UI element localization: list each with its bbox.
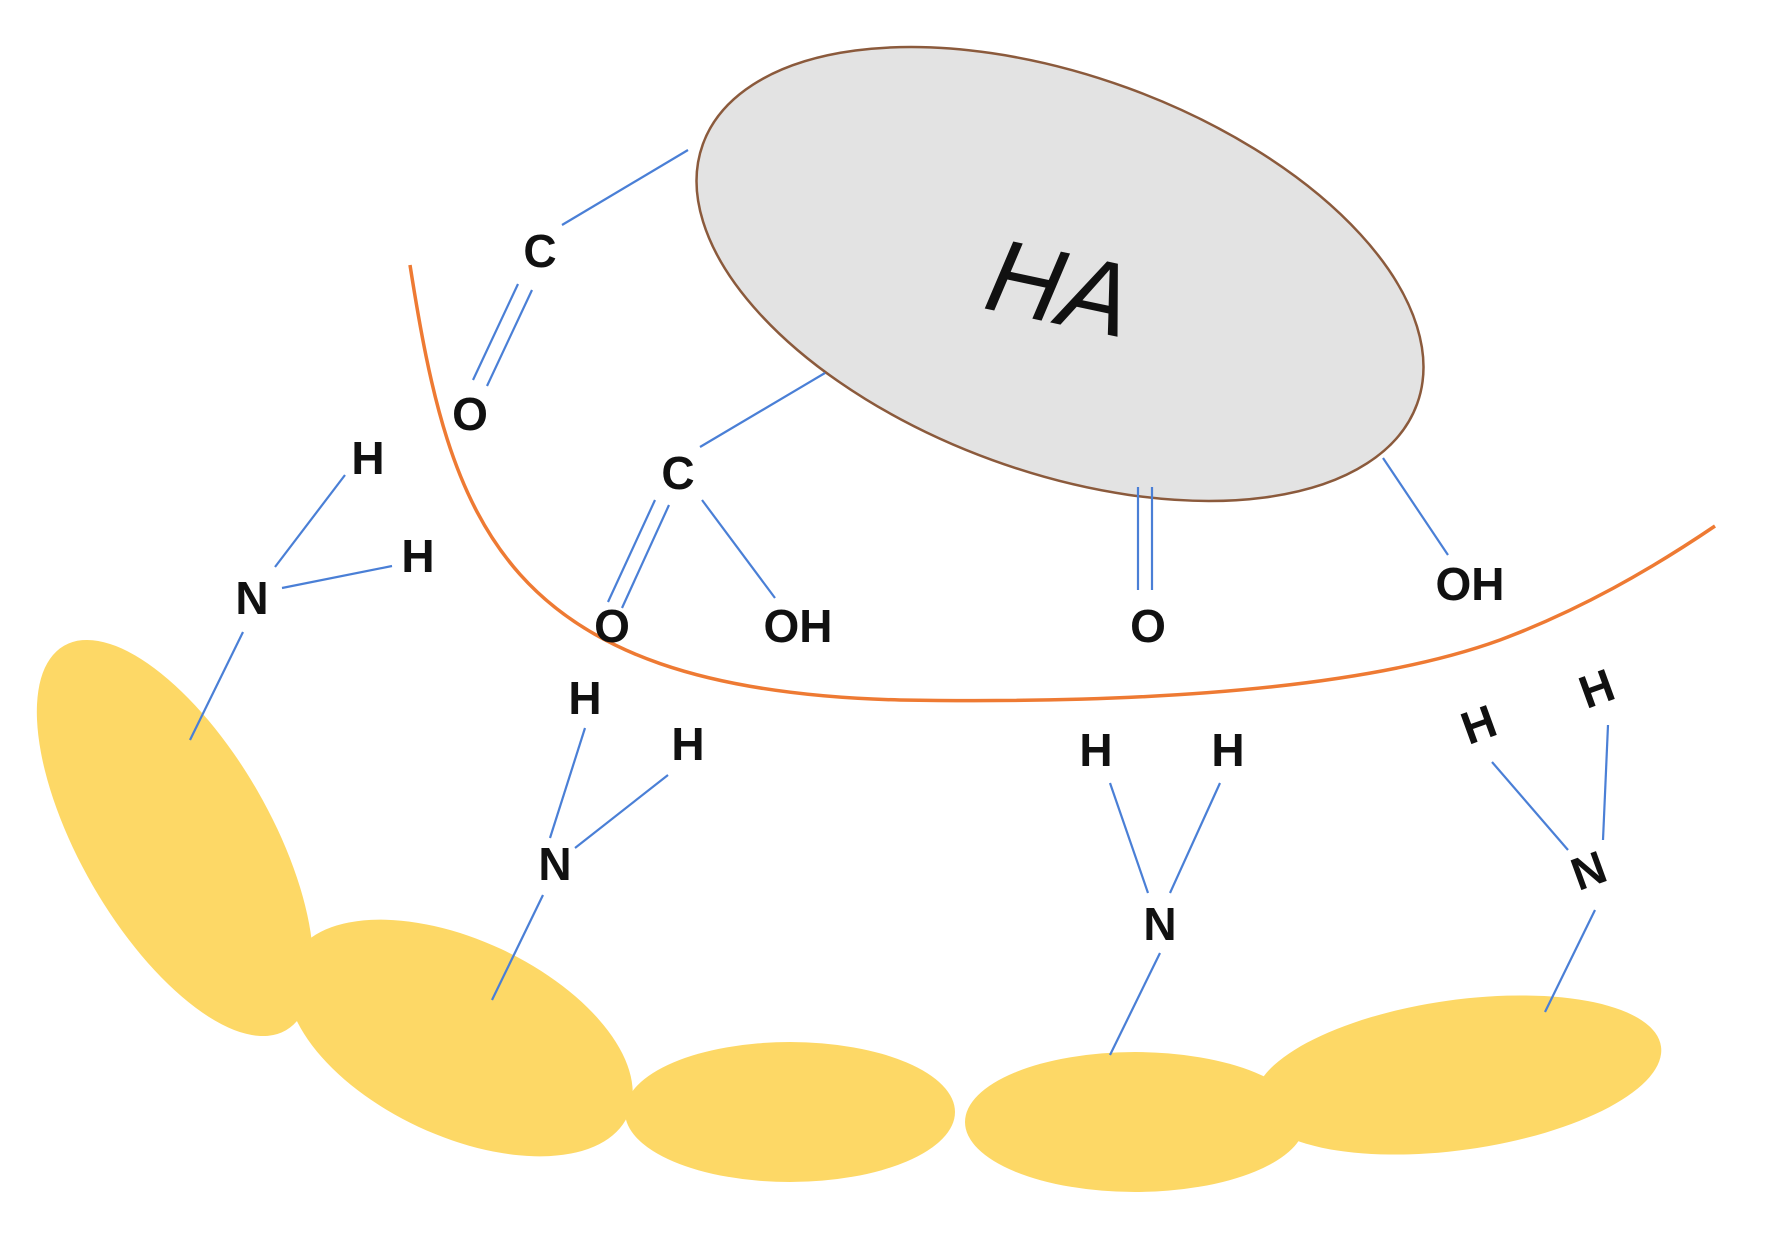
bond-ha-c-left	[561, 149, 689, 226]
bond-amine3-n-h1	[1108, 782, 1150, 894]
bond-amine4-n-h1	[1491, 761, 1569, 851]
atom-amine1-h2: H	[401, 530, 434, 582]
chitosan-segment-3	[625, 1042, 955, 1182]
chitosan-chain	[36, 639, 1662, 1192]
atom-oh-right: OH	[1436, 558, 1505, 610]
ha-particle: HA	[695, 45, 1425, 503]
bond-amine2-n-h2	[574, 774, 669, 849]
atom-amine4-h2: H	[1572, 658, 1621, 718]
bond-c-o-left-a	[472, 283, 519, 381]
bond-amine2-n-h1	[548, 727, 587, 839]
interface-boundary-curve	[408, 264, 1716, 703]
atom-o-ketone: O	[1130, 600, 1166, 652]
atom-c-left: C	[523, 225, 556, 277]
chitosan-segment-2	[287, 919, 633, 1157]
bond-amine1-n-h1	[274, 474, 346, 568]
chitosan-segment-4	[965, 1052, 1305, 1192]
atom-amine3-h2: H	[1211, 724, 1244, 776]
atom-o-left: O	[452, 388, 488, 440]
bond-ha-oh-right	[1382, 457, 1449, 556]
atom-amine3-h1: H	[1079, 724, 1112, 776]
atom-amine1-h1: H	[351, 432, 384, 484]
bond-c-o-carboxyl-a	[607, 499, 656, 603]
atom-oh-carboxyl: OH	[764, 600, 833, 652]
chitosan-segment-5	[1254, 995, 1662, 1155]
bond-amine4-n-chain	[1544, 909, 1596, 1013]
atom-amine3-n: N	[1143, 898, 1176, 950]
bond-amine2-n-chain	[491, 894, 544, 1001]
atom-amine2-h2: H	[671, 718, 704, 770]
atom-amine4-h1: H	[1454, 694, 1503, 754]
atom-c-carboxyl: C	[661, 447, 694, 499]
atom-amine1-n: N	[235, 572, 268, 624]
bond-c-o-left-b	[486, 289, 533, 387]
bond-amine4-n-h2	[1601, 724, 1610, 841]
bond-amine1-n-chain	[189, 631, 244, 741]
bond-amine3-n-chain	[1109, 952, 1161, 1056]
bond-c-o-carboxyl-b	[620, 504, 671, 609]
bond-lines	[189, 149, 1610, 1056]
atom-amine2-h1: H	[568, 672, 601, 724]
chitosan-segment-1	[36, 639, 314, 1037]
ha-ellipse	[695, 45, 1425, 503]
atom-o-carboxyl: O	[594, 600, 630, 652]
atom-labels: C O C O OH O OH H H N H H N H H N H H N	[235, 225, 1621, 950]
bond-amine3-n-h2	[1168, 782, 1222, 894]
atom-amine2-n: N	[538, 838, 571, 890]
atom-amine4-n: N	[1564, 840, 1613, 900]
bond-ha-c-carboxyl	[699, 372, 826, 448]
bond-amine1-n-h2	[281, 564, 393, 590]
bond-c-oh-carboxyl	[701, 499, 776, 599]
